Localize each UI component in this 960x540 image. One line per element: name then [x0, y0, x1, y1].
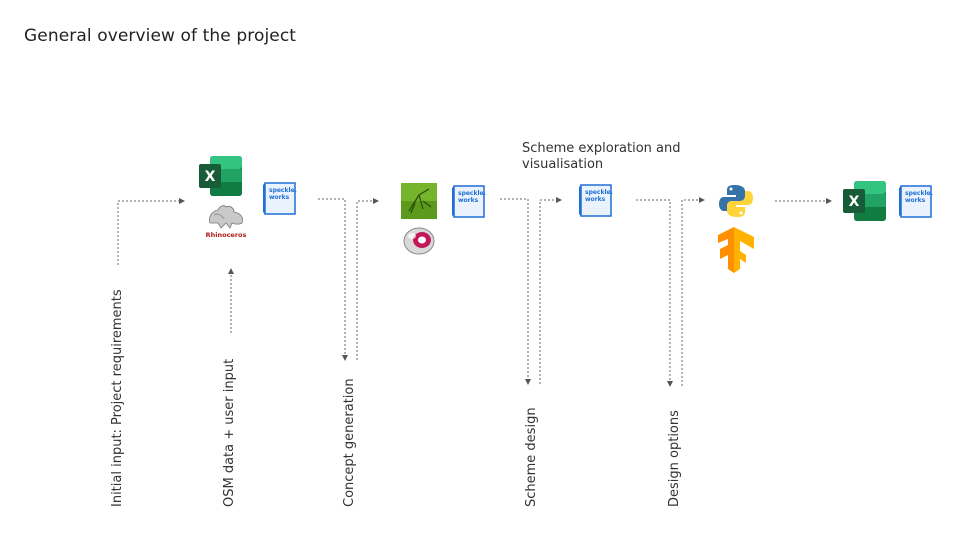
plugin-icon: [403, 227, 435, 255]
speckle-icon: speckle. works: [578, 182, 614, 218]
scheme-exploration-caption: Scheme exploration and visualisation: [522, 141, 681, 172]
excel-icon: X: [843, 181, 886, 221]
label-concept-generation: Concept generation: [342, 378, 357, 507]
speckle-icon: speckle. works: [898, 183, 934, 219]
label-initial-input: Initial input: Project requirements: [110, 289, 125, 507]
excel-icon: X: [199, 156, 242, 196]
rhino-icon: Rhinoceros: [206, 205, 247, 239]
arrow-to-design-options: [636, 199, 673, 387]
label-design-options: Design options: [667, 410, 682, 507]
grasshopper-icon: [401, 183, 437, 219]
excel-letter: X: [205, 169, 216, 185]
label-osm-input: OSM data + user input: [222, 358, 237, 507]
arrow-from-scheme-design: [539, 197, 562, 384]
arrow-input-to-excel: [117, 198, 185, 265]
rhino-wordmark: Rhinoceros: [206, 231, 247, 239]
tensorflow-icon: [718, 227, 754, 273]
speckle-icon: speckle. works: [451, 183, 487, 219]
label-scheme-design: Scheme design: [524, 407, 539, 507]
arrow-to-scheme-design: [500, 198, 531, 385]
python-icon: [719, 185, 753, 217]
speckle-icon: speckle. works: [262, 180, 298, 216]
arrow-to-concept: [318, 198, 348, 361]
page-title: General overview of the project: [24, 26, 297, 46]
arrow-from-concept: [356, 198, 379, 360]
excel-letter: X: [849, 194, 860, 210]
arrow-from-design-options: [681, 197, 705, 386]
